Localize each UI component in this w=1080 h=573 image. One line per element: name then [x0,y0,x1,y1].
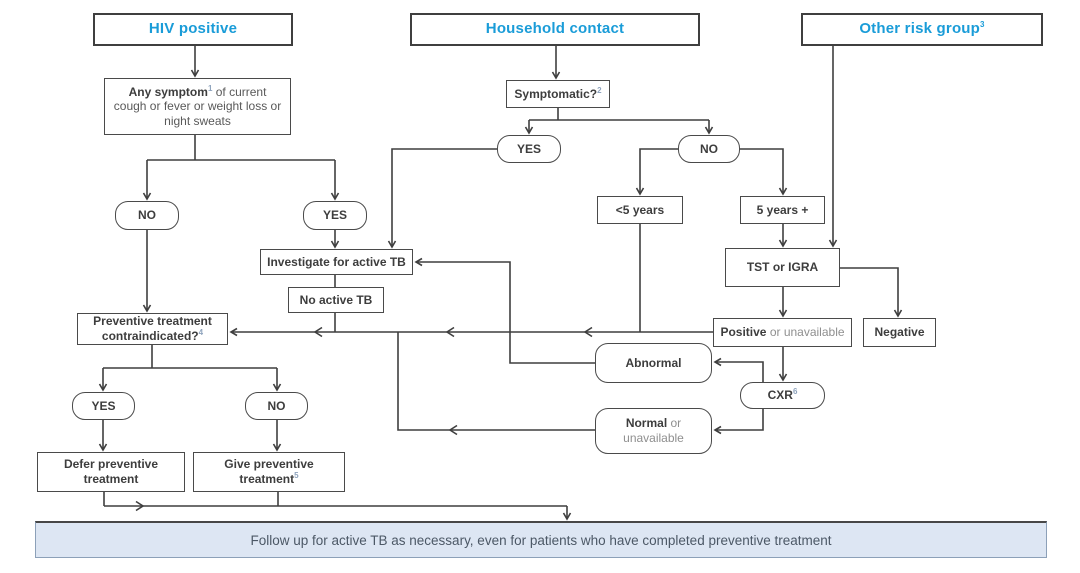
node-tst-negative: Negative [863,318,936,347]
chevron-mainline-1 [583,326,593,338]
chevron-mainline-3 [313,326,323,338]
edge-cxr-to-normal [713,409,764,435]
node-symptomatic-yes: YES [497,135,561,163]
no-label: NO [138,208,156,223]
node-cxr-abnormal: Abnormal [595,343,712,383]
node-any-symptom: Any symptom1 of current cough or fever o… [104,78,291,135]
normal-text-line2: unavailable [623,431,684,445]
edge-cxr-to-abnormal [713,357,764,382]
cxr-text: CXR6 [767,387,798,403]
no-active-tb-label: No active TB [299,292,373,307]
footer-text: Follow up for active TB as necessary, ev… [250,532,832,548]
entry-other-label: Other risk group3 [859,20,985,38]
under5-label: <5 years [615,202,665,217]
node-hiv-symptom-no: NO [115,201,179,230]
defer-line2: treatment [83,472,139,486]
node-defer-treatment: Defer preventive treatment [37,452,185,492]
node-symptomatic-no: NO [678,135,740,163]
edge-bottom-collector [103,492,567,507]
edge-preventive-split [103,345,277,369]
tst-negative-label: Negative [874,325,925,340]
normal-text-line1: Normal or [625,416,682,431]
edge-abnormal-to-investigate [414,257,595,364]
node-under-5-years: <5 years [597,196,683,224]
entry-household-label: Household contact [485,20,625,38]
no-label: NO [267,398,286,413]
node-cxr: CXR6 [740,382,825,409]
yes-label: YES [516,141,541,156]
edge-tst-to-negative [840,267,903,318]
give-line1: Give preventive [224,457,314,472]
node-hiv-symptom-yes: YES [303,201,367,230]
edge-symptomatic-split [529,108,709,121]
node-cxr-normal: Normal or unavailable [595,408,712,454]
edge-no2-to-over5 [740,148,788,196]
entry-hiv-label: HIV positive [148,20,238,38]
node-contraindicated-no: NO [245,392,308,420]
entry-hiv-positive: HIV positive [93,13,293,46]
preventive-line2: contraindicated?4 [101,328,204,344]
any-symptom-text: Any symptom1 of current cough or fever o… [113,83,282,128]
node-symptomatic: Symptomatic?2 [506,80,610,108]
abnormal-label: Abnormal [625,355,682,370]
yes-label: YES [322,208,347,223]
over5-label: 5 years + [756,202,809,217]
edges [98,46,903,521]
entry-household-contact: Household contact [410,13,700,46]
no-label: NO [700,141,718,156]
node-tst-positive: Positive or unavailable [713,318,852,347]
yes-label: YES [91,398,116,413]
edge-yes2-to-investigate [387,148,497,249]
node-no-active-tb: No active TB [288,287,384,313]
node-give-treatment: Give preventive treatment5 [193,452,345,492]
node-preventive-contraindicated: Preventive treatment contraindicated?4 [77,313,228,345]
footer-follow-up-bar: Follow up for active TB as necessary, ev… [35,521,1047,558]
investigate-label: Investigate for active TB [267,254,406,269]
edge-symptom-split [147,135,335,161]
chevron-normal [448,424,458,436]
tst-positive-text: Positive or unavailable [720,325,845,340]
node-contraindicated-yes: YES [72,392,135,420]
defer-line1: Defer preventive [63,457,159,472]
give-line2: treatment5 [239,471,299,487]
preventive-line1: Preventive treatment [93,314,212,329]
tst-label: TST or IGRA [746,260,819,275]
symptomatic-text: Symptomatic?2 [514,85,602,101]
entry-other-risk-group: Other risk group3 [801,13,1043,46]
edge-normal-to-mainline [397,332,595,431]
node-5-years-plus: 5 years + [740,196,825,224]
chevron-bottom [135,500,145,512]
chevron-mainline-2 [445,326,455,338]
node-tst-or-igra: TST or IGRA [725,248,840,287]
node-investigate-active-tb: Investigate for active TB [260,249,413,275]
edge-no2-to-under5 [635,148,678,196]
